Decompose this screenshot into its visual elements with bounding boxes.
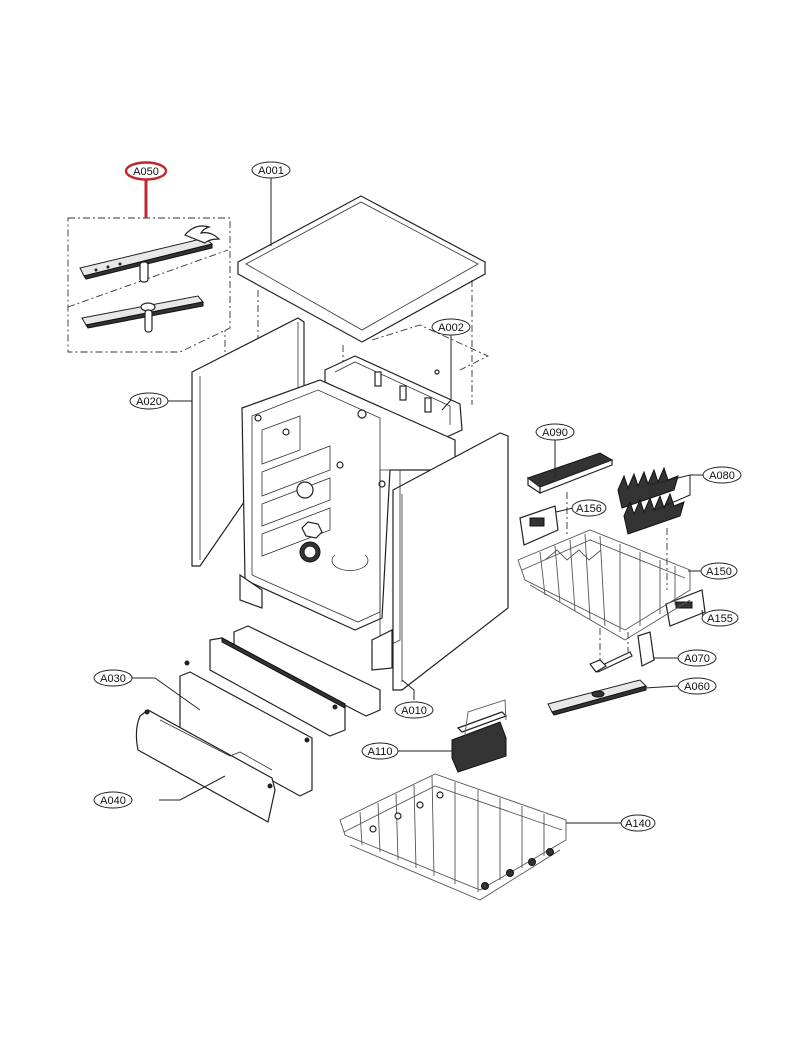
callout-label: A070 bbox=[684, 653, 710, 665]
rack-adjuster-left[interactable] bbox=[519, 505, 559, 546]
callout-A040[interactable]: A040 bbox=[93, 791, 133, 809]
lower-spray-arm[interactable] bbox=[547, 679, 647, 716]
callout-A020[interactable]: A020 bbox=[129, 392, 169, 410]
lower-rack[interactable] bbox=[339, 773, 567, 901]
callout-A050[interactable]: A050 bbox=[124, 161, 168, 181]
callout-label: A140 bbox=[625, 818, 651, 830]
callout-A110[interactable]: A110 bbox=[361, 742, 399, 760]
upper-rack[interactable] bbox=[517, 529, 691, 641]
callout-label: A020 bbox=[136, 396, 162, 408]
callout-label: A040 bbox=[100, 795, 126, 807]
callout-A090[interactable]: A090 bbox=[535, 423, 575, 441]
callout-A060[interactable]: A060 bbox=[677, 677, 717, 695]
callout-A001[interactable]: A001 bbox=[251, 161, 291, 179]
middle-spray-arm-part bbox=[81, 295, 204, 333]
callout-A030[interactable]: A030 bbox=[93, 669, 133, 687]
callout-label: A001 bbox=[258, 165, 284, 177]
right-side-panel[interactable] bbox=[371, 432, 509, 691]
callout-label: A155 bbox=[707, 613, 733, 625]
cup-shelf[interactable] bbox=[526, 452, 614, 495]
cutlery-basket[interactable] bbox=[451, 699, 508, 773]
spray-arm-set[interactable] bbox=[67, 217, 231, 353]
upper-spray-arm-part bbox=[79, 225, 221, 283]
tine-rows[interactable] bbox=[617, 466, 685, 535]
rack-adjuster-right[interactable] bbox=[665, 589, 706, 627]
callout-label: A060 bbox=[684, 681, 710, 693]
callout-A156[interactable]: A156 bbox=[571, 499, 607, 517]
callout-label: A090 bbox=[542, 427, 568, 439]
base-plate[interactable] bbox=[179, 625, 381, 797]
callout-label: A110 bbox=[368, 746, 393, 758]
callout-label: A030 bbox=[100, 673, 126, 685]
callout-label: A150 bbox=[706, 566, 732, 578]
kick-plate[interactable] bbox=[135, 709, 276, 823]
callout-A155[interactable]: A155 bbox=[701, 609, 739, 627]
top-plate[interactable] bbox=[237, 195, 486, 343]
upper-spray-arm-conduit[interactable] bbox=[589, 631, 655, 673]
callout-label: A050 bbox=[133, 166, 159, 178]
callout-label: A002 bbox=[438, 322, 464, 334]
callout-label: A080 bbox=[709, 470, 735, 482]
callout-label: A156 bbox=[576, 503, 602, 515]
callout-A070[interactable]: A070 bbox=[677, 649, 717, 667]
callout-A080[interactable]: A080 bbox=[702, 466, 742, 484]
tub-assembly bbox=[239, 379, 456, 631]
callout-A150[interactable]: A150 bbox=[700, 562, 738, 580]
leader-lines bbox=[131, 178, 704, 824]
callout-A010[interactable]: A010 bbox=[394, 701, 434, 719]
callout-label: A010 bbox=[401, 705, 427, 717]
callout-A140[interactable]: A140 bbox=[620, 814, 656, 832]
callout-A002[interactable]: A002 bbox=[431, 318, 471, 336]
